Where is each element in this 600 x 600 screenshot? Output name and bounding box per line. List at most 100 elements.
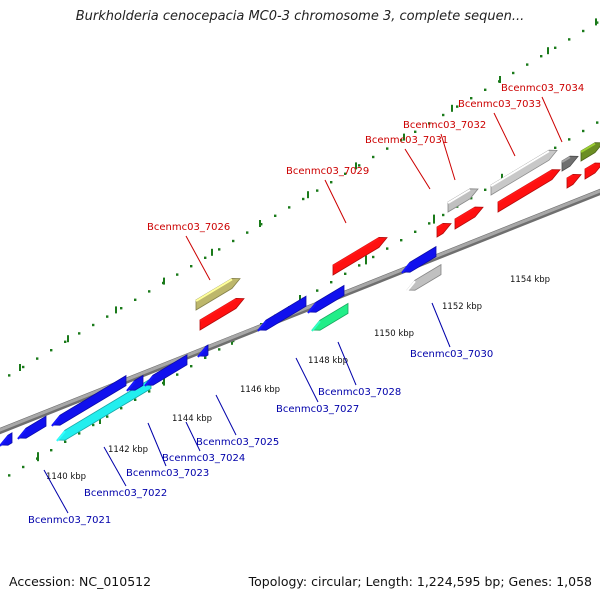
- lower-scale-dot: [358, 264, 361, 267]
- label-leader-line: [147, 422, 167, 467]
- upper-scale-dot: [78, 332, 81, 335]
- label-leader-line: [43, 469, 69, 514]
- label-leader-line: [295, 357, 319, 403]
- upper-scale-dot: [22, 365, 25, 369]
- gene-blue-3-highlight: [307, 302, 317, 314]
- lower-scale-dot: [218, 348, 221, 351]
- lower-scale-dot: [484, 188, 487, 191]
- label-leader-line: [440, 133, 456, 181]
- map-title: Burkholderia cenocepacia MC0-3 chromosom…: [75, 9, 525, 24]
- gene-label-plus[interactable]: Bcenmc03_7026: [147, 222, 230, 233]
- lower-scale-dot: [442, 213, 445, 217]
- gene-bcenmc03-7028-highlight: [311, 320, 321, 332]
- gene-bcenmc03-7031-highlight: [436, 223, 444, 229]
- gene-red-d-highlight: [584, 163, 596, 171]
- scale-tick-label: 1146 kbp: [240, 385, 280, 395]
- upper-scale-dot: [330, 181, 333, 184]
- gene-bcenmc03-7031[interactable]: [436, 222, 452, 238]
- gene-bcenmc03-7024-highlight: [144, 375, 154, 387]
- gene-bcenmc03-7034[interactable]: [561, 155, 579, 172]
- label-leader-line: [493, 112, 516, 157]
- lower-scale-dot: [316, 289, 319, 292]
- label-leader-line: [404, 148, 431, 190]
- lower-scale-dot: [372, 255, 375, 259]
- gene-blue-3[interactable]: [307, 284, 345, 313]
- upper-scale-dot: [232, 239, 235, 243]
- genome-summary-text: Topology: circular; Length: 1,224,595 bp…: [248, 574, 592, 589]
- gene-bcenmc03-7029-highlight: [332, 237, 380, 267]
- upper-scale-dot: [470, 97, 473, 100]
- gene-label-minus[interactable]: Bcenmc03_7022: [84, 488, 167, 499]
- gene-label-plus[interactable]: Bcenmc03_7032: [403, 120, 486, 131]
- gene-olive-highlight: [195, 278, 233, 302]
- gene-red-a-highlight: [454, 207, 476, 221]
- gene-green-olive-highlight: [580, 142, 596, 153]
- gene-red-b-highlight: [497, 169, 553, 204]
- upper-scale-dot: [582, 29, 585, 33]
- lower-scale-dot: [148, 390, 151, 393]
- gene-blue-1-highlight: [0, 435, 9, 447]
- gene-label-plus[interactable]: Bcenmc03_7031: [365, 135, 448, 146]
- lower-scale-dot: [64, 440, 67, 443]
- upper-scale-dot: [316, 189, 319, 192]
- upper-scale-dot: [484, 88, 487, 91]
- upper-scale-dot: [176, 273, 179, 276]
- label-leader-line: [103, 446, 127, 487]
- upper-scale-dot: [246, 231, 249, 234]
- label-leader-line: [431, 302, 451, 348]
- lower-scale-dot: [134, 398, 137, 401]
- gene-bcenmc03-7030a[interactable]: [401, 245, 437, 273]
- gene-bcenmc03-7033-highlight: [490, 150, 550, 187]
- upper-scale-dot: [106, 315, 109, 318]
- upper-scale-dot: [92, 323, 95, 327]
- gene-label-minus[interactable]: Bcenmc03_7021: [28, 515, 111, 526]
- upper-scale-dot: [218, 248, 221, 251]
- upper-scale-dot: [512, 71, 515, 75]
- gene-label-plus[interactable]: Bcenmc03_7033: [458, 99, 541, 110]
- upper-scale-dot: [134, 298, 137, 301]
- gene-bcenmc03-7025-highlight: [197, 346, 207, 358]
- lower-scale-dot: [386, 247, 389, 250]
- label-leader-line: [185, 235, 211, 281]
- gene-bcenmc03-7022-highlight: [56, 430, 66, 442]
- gene-bcenmc03-7032-highlight: [447, 188, 471, 204]
- gene-label-plus[interactable]: Bcenmc03_7034: [501, 83, 584, 94]
- gene-label-minus[interactable]: Bcenmc03_7025: [196, 437, 279, 448]
- scale-tick-label: 1144 kbp: [172, 414, 212, 424]
- gene-label-minus[interactable]: Bcenmc03_7028: [318, 387, 401, 398]
- upper-scale-dot: [8, 374, 11, 377]
- lower-scale-dot: [106, 415, 109, 418]
- gene-bcenmc03-7030-highlight: [406, 280, 416, 292]
- upper-scale-dot: [50, 349, 53, 352]
- upper-scale-dot: [400, 139, 403, 142]
- upper-scale-dot: [568, 38, 571, 41]
- upper-scale-dot: [190, 265, 193, 268]
- lower-scale-dot: [8, 474, 11, 477]
- gene-label-minus[interactable]: Bcenmc03_7023: [126, 468, 209, 479]
- genome-axis: [0, 189, 600, 432]
- upper-scale-dot: [260, 223, 263, 226]
- gene-label-plus[interactable]: Bcenmc03_7029: [286, 166, 369, 177]
- gene-bcenmc03-7026-highlight: [199, 298, 237, 322]
- scale-tick-label: 1150 kbp: [374, 329, 414, 339]
- scale-tick-label: 1148 kbp: [308, 356, 348, 366]
- gene-label-minus[interactable]: Bcenmc03_7024: [162, 453, 245, 464]
- upper-scale-dot: [596, 21, 599, 24]
- gene-label-minus[interactable]: Bcenmc03_7027: [276, 404, 359, 415]
- gene-bcenmc03-7027-highlight: [257, 320, 267, 332]
- label-leader-line: [337, 341, 357, 386]
- lower-scale-dot: [330, 281, 333, 284]
- label-leader-line: [324, 179, 347, 224]
- lower-scale-dot: [120, 407, 123, 410]
- lower-scale-dot: [344, 272, 347, 275]
- gene-label-minus[interactable]: Bcenmc03_7030: [410, 349, 493, 360]
- gene-bcenmc03-7029[interactable]: [332, 236, 388, 276]
- gene-red-c[interactable]: [566, 173, 582, 189]
- upper-scale-dot: [456, 105, 459, 108]
- upper-scale-dot: [204, 256, 207, 259]
- upper-scale-dot: [358, 164, 361, 167]
- lower-scale-dot: [78, 432, 81, 435]
- scale-tick-label: 1154 kbp: [510, 275, 550, 285]
- upper-scale-dot: [414, 130, 417, 133]
